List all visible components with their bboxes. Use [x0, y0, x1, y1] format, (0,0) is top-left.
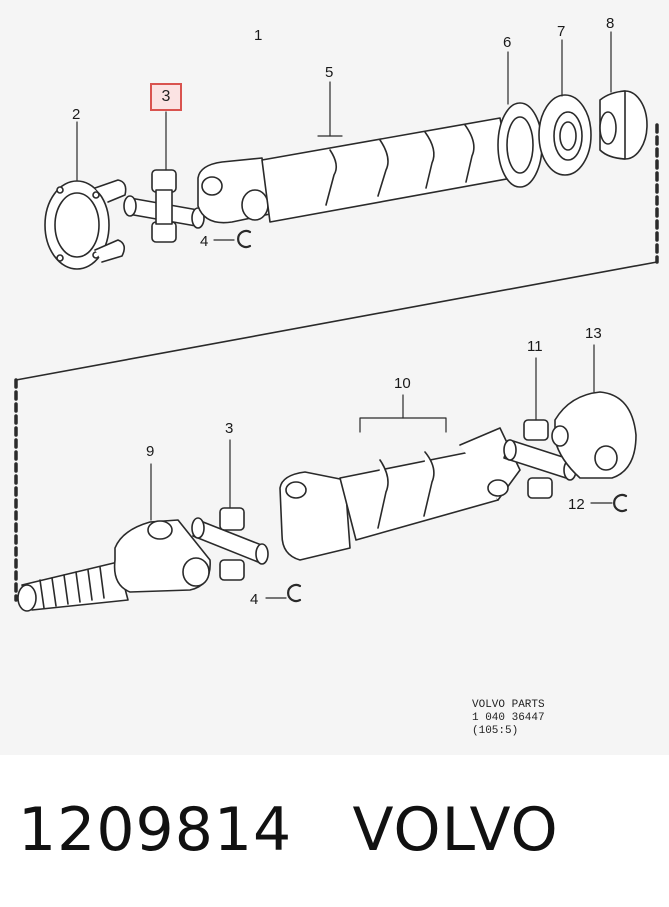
- label-1: 1: [254, 27, 262, 44]
- flange-yoke-part-2: [44, 179, 127, 270]
- label-3-bottom: 3: [225, 420, 233, 437]
- snap-ring-part-12: [613, 493, 628, 513]
- separator-line: [14, 123, 659, 602]
- catalog-line-2: 1 040 36447: [472, 712, 545, 724]
- label-11: 11: [527, 338, 543, 355]
- label-5: 5: [325, 64, 333, 81]
- label-13: 13: [585, 325, 602, 342]
- brand-name: VOLVO: [352, 795, 559, 865]
- label-4-top: 4: [200, 233, 208, 250]
- part-number: 1209814: [18, 795, 293, 865]
- part-labels: 1 2 4 5 6 7 8 9 3 4 10 11 13 12: [72, 15, 614, 608]
- label-7: 7: [557, 23, 565, 40]
- rear-shaft-part-10: [279, 427, 521, 561]
- label-2: 2: [72, 106, 80, 123]
- label-8: 8: [606, 15, 614, 32]
- slip-yoke-part-9: [17, 519, 211, 612]
- leader-lines-bottom: [150, 344, 613, 599]
- companion-flange-part-13: [551, 391, 637, 479]
- spider-cross-part-11: [503, 419, 577, 499]
- catalog-line-1: VOLVO PARTS: [472, 699, 545, 711]
- spider-cross-part-3-bottom: [191, 507, 269, 581]
- label-4-bottom: 4: [250, 591, 258, 608]
- label-12: 12: [568, 496, 585, 513]
- spider-cross-part-3-top: [123, 169, 205, 243]
- snap-ring-part-4-bottom: [287, 583, 302, 603]
- catalog-reference: VOLVO PARTS 1 040 36447 (105:5): [472, 699, 545, 738]
- highlighted-part-callout[interactable]: 3: [150, 83, 182, 111]
- bearing-support-part-8: [599, 90, 648, 160]
- exploded-parts-diagram: 1 2 4 5 6 7 8 9 3 4 10 11 13 12 3 VOLVO …: [14, 15, 659, 738]
- leader-lines-top: [76, 31, 612, 241]
- snap-ring-part-4-top: [237, 229, 252, 249]
- label-6: 6: [503, 34, 511, 51]
- center-bearing-part-7: [538, 94, 592, 176]
- catalog-line-3: (105:5): [472, 725, 519, 737]
- label-9: 9: [146, 443, 154, 460]
- driveshaft-drawing: 1 2 4 5 6 7 8 9 3 4 10 11 13 12: [14, 15, 659, 612]
- dust-seal-part-6: [497, 102, 543, 188]
- label-10: 10: [394, 375, 411, 392]
- part-caption: 1209814 VOLVO: [18, 795, 559, 865]
- shaft-front-part-1: [197, 117, 513, 224]
